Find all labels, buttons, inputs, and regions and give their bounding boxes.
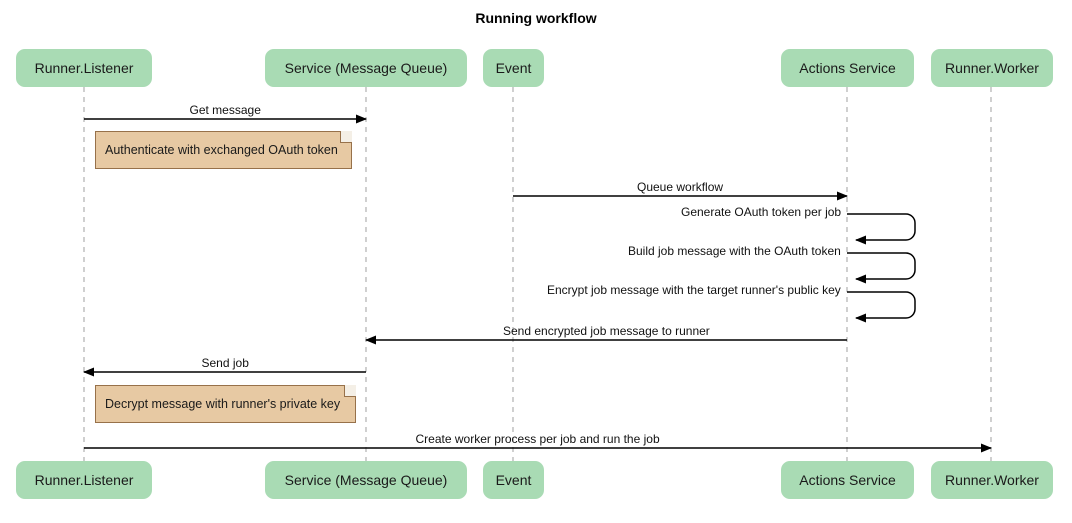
message-label-m1: Get message — [189, 103, 261, 117]
diagram-title: Running workflow — [475, 10, 597, 26]
participant-listener-top[interactable]: Runner.Listener — [16, 49, 152, 87]
message-label-m2: Queue workflow — [637, 180, 724, 194]
participant-worker-top[interactable]: Runner.Worker — [931, 49, 1053, 87]
note-n1: Authenticate with exchanged OAuth token — [95, 131, 352, 169]
note-fold-corner-icon — [340, 131, 352, 143]
participant-actions-bottom[interactable]: Actions Service — [781, 461, 914, 499]
message-label-m4: Build job message with the OAuth token — [628, 244, 841, 258]
self-message-m4 — [847, 252, 916, 284]
participant-worker-bottom[interactable]: Runner.Worker — [931, 461, 1053, 499]
note-text: Decrypt message with runner's private ke… — [105, 397, 341, 411]
participant-queue-bottom[interactable]: Service (Message Queue) — [265, 461, 467, 499]
message-label-m3: Generate OAuth token per job — [681, 205, 842, 219]
self-message-m3 — [847, 213, 916, 245]
note-n2: Decrypt message with runner's private ke… — [95, 385, 356, 423]
note-text: Authenticate with exchanged OAuth token — [105, 143, 338, 157]
message-label-m6: Send encrypted job message to runner — [503, 324, 710, 338]
message-label-m8: Create worker process per job and run th… — [415, 432, 660, 446]
lifelines-group — [83, 87, 992, 461]
participant-event-top[interactable]: Event — [483, 49, 544, 87]
self-message-m5 — [847, 291, 916, 323]
participant-event-bottom[interactable]: Event — [483, 461, 544, 499]
message-label-m7: Send job — [201, 356, 249, 370]
message-label-m5: Encrypt job message with the target runn… — [547, 283, 841, 297]
arrows-group — [83, 114, 992, 453]
participant-queue-top[interactable]: Service (Message Queue) — [265, 49, 467, 87]
participant-listener-bottom[interactable]: Runner.Listener — [16, 461, 152, 499]
note-fold-corner-icon — [344, 385, 356, 397]
participant-actions-top[interactable]: Actions Service — [781, 49, 914, 87]
